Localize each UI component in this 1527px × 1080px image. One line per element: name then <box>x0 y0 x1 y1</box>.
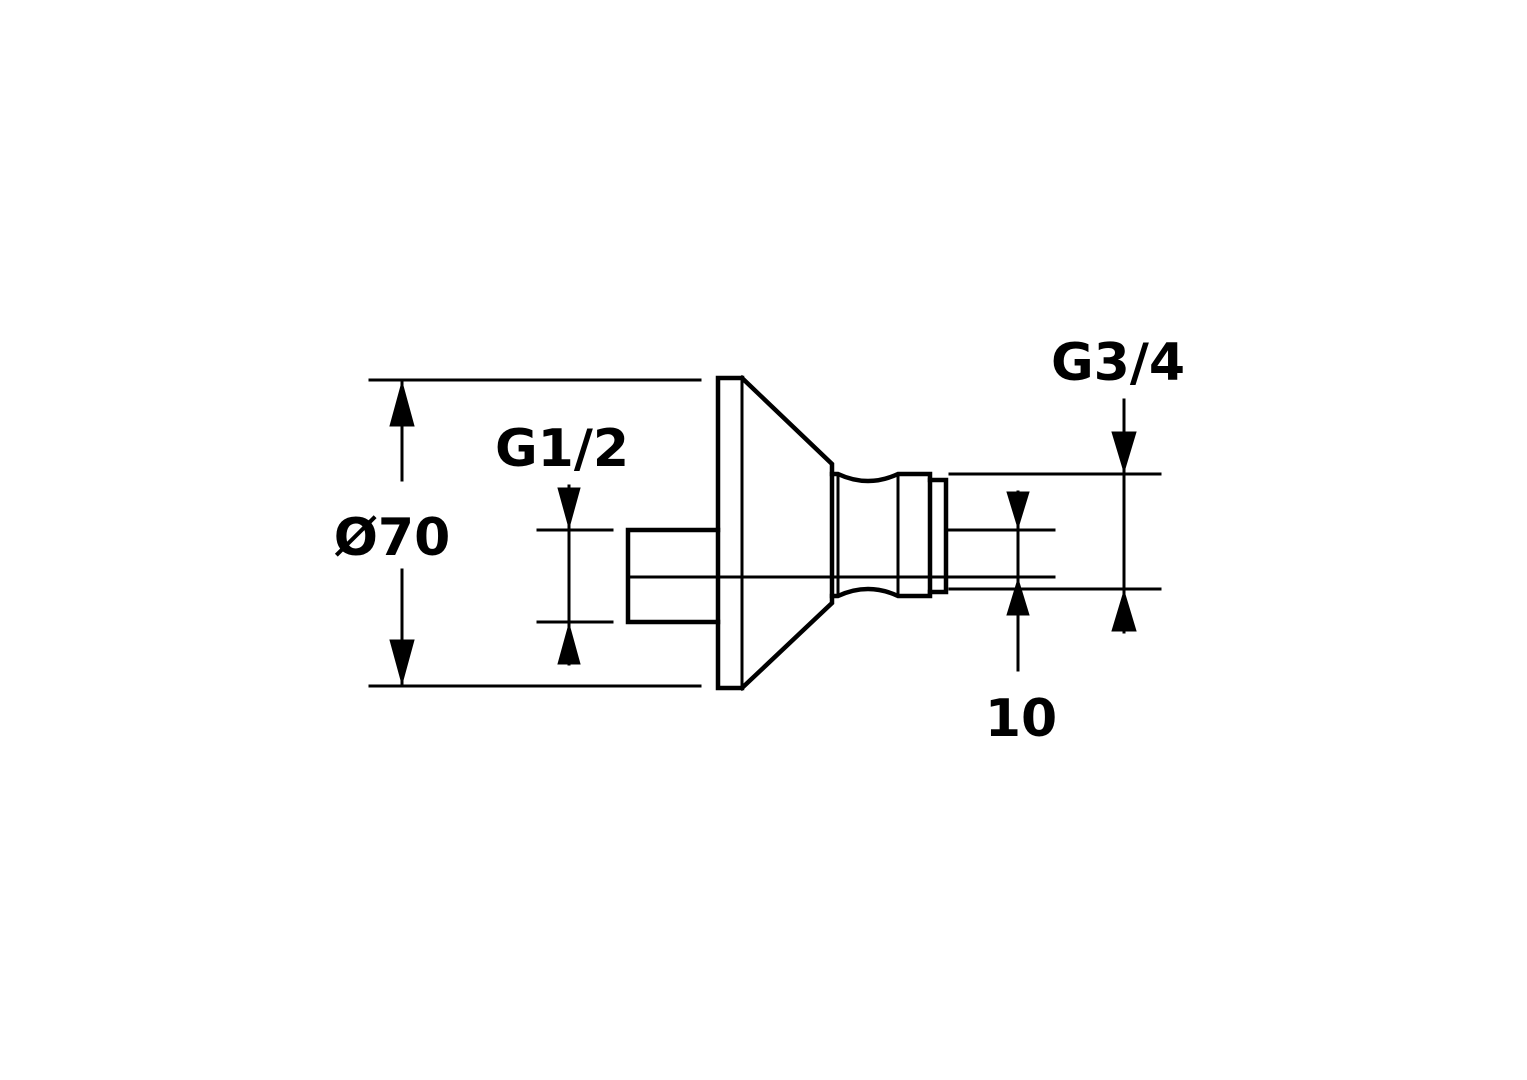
inlet-thread-label: G1/2 <box>495 419 629 479</box>
conical-body <box>738 374 835 692</box>
thread-length-dimension: 10 <box>944 490 1057 749</box>
arrow-down <box>1006 491 1030 530</box>
arrow-up <box>1111 589 1137 632</box>
arrow-up <box>557 622 581 665</box>
inlet-thread-dimension: G1/2 <box>495 419 629 666</box>
wall-flange <box>715 375 745 691</box>
neck <box>829 471 933 599</box>
outlet-nut <box>927 477 949 595</box>
thread-length-label: 10 <box>985 689 1057 749</box>
arrow-up <box>1006 577 1030 616</box>
outlet-thread-dimension: G3/4 <box>948 333 1185 634</box>
arrow-up <box>389 380 415 427</box>
outlet-thread-label: G3/4 <box>1051 333 1185 393</box>
diameter-dimension: Ø70 <box>334 378 702 688</box>
arrow-down <box>557 487 581 530</box>
arrow-down <box>1111 431 1137 474</box>
diameter-label: Ø70 <box>334 508 451 568</box>
arrow-down <box>389 639 415 686</box>
fitting-body <box>625 374 949 692</box>
